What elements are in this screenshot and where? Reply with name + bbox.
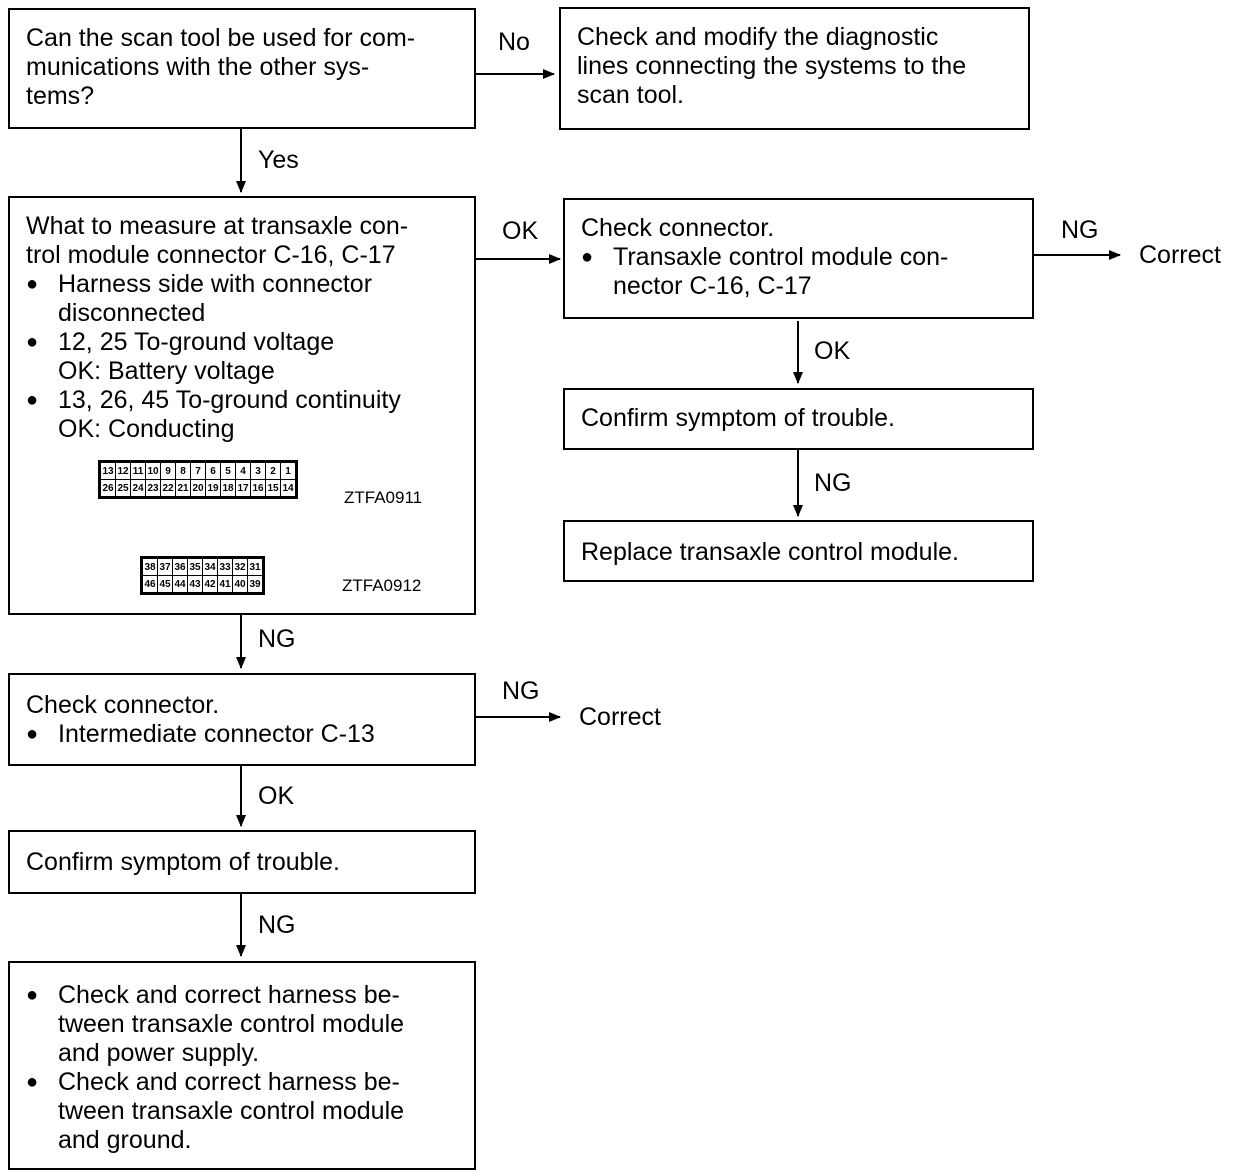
check-tcm-connector-box: Check connector. ● Transaxle control mod… <box>563 198 1034 319</box>
connector-c16-pin: 21 <box>175 479 191 498</box>
connector-c17-pin: 39 <box>247 575 264 594</box>
label-no: No <box>498 28 530 56</box>
connector-c16-pin: 24 <box>130 479 146 498</box>
connector-c17-pin: 41 <box>217 575 233 594</box>
connector-c16-pin: 3 <box>250 461 266 480</box>
connector-c16-pin: 18 <box>220 479 236 498</box>
connector-c17-pin: 43 <box>187 575 203 594</box>
measure-bullet-2: ● 12, 25 To-ground voltage <box>26 328 335 356</box>
check-harness-ground-bullet: ● Check and correct harness be- tween tr… <box>26 1068 405 1154</box>
connector-c16-pin: 13 <box>99 461 116 480</box>
replace-tcm-box: Replace transaxle control module. <box>563 520 1034 582</box>
label-ng-confirm-right: NG <box>814 469 852 497</box>
label-yes: Yes <box>258 146 299 174</box>
label-ok-measure: OK <box>502 217 539 245</box>
label-ok-inter: OK <box>258 782 295 810</box>
scan-tool-question-box: Can the scan tool be used for com- munic… <box>8 8 476 129</box>
connector-c17-pin: 40 <box>232 575 248 594</box>
measure-bullet-2-ok: OK: Battery voltage <box>58 357 275 385</box>
connector-c17-pin: 32 <box>232 557 248 576</box>
connector-c16-pin: 19 <box>205 479 221 498</box>
replace-tcm-text: Replace transaxle control module. <box>581 538 959 566</box>
connector-c16-pin: 25 <box>115 479 131 498</box>
confirm-symptom-left-text: Confirm symptom of trouble. <box>26 848 340 876</box>
connector-c17-pin: 34 <box>202 557 218 576</box>
connector-c16-pin: 11 <box>130 461 146 480</box>
confirm-symptom-right-box: Confirm symptom of trouble. <box>563 388 1034 450</box>
connector-c16-pin: 1 <box>280 461 297 480</box>
label-ng-tcm: NG <box>1061 216 1099 244</box>
connector-c17-pin: 42 <box>202 575 218 594</box>
connector-c16-pin: 2 <box>265 461 281 480</box>
connector-c16-pin: 7 <box>190 461 206 480</box>
connector-c16-code: ZTFA0911 <box>344 488 423 507</box>
connector-c16-pin: 5 <box>220 461 236 480</box>
check-harness-power-bullet: ● Check and correct harness be- tween tr… <box>26 981 405 1067</box>
bullet-icon: ● <box>26 1071 39 1093</box>
connector-c16-pin: 15 <box>265 479 281 498</box>
connector-c17-pin: 38 <box>141 557 158 576</box>
check-intermediate-title: Check connector. <box>26 691 220 719</box>
bullet-icon: ● <box>581 246 594 268</box>
connector-c17-pin: 45 <box>157 575 173 594</box>
measure-box: What to measure at transaxle con- trol m… <box>8 196 476 615</box>
connector-c17-code: ZTFA0912 <box>342 576 422 595</box>
label-ng-measure: NG <box>258 625 296 653</box>
connector-c16-pin: 10 <box>145 461 161 480</box>
connector-c16-pin: 22 <box>160 479 176 498</box>
connector-c16-pin: 23 <box>145 479 161 498</box>
bullet-icon: ● <box>26 723 39 745</box>
connector-c16-pin: 4 <box>235 461 251 480</box>
connector-c16-pin: 20 <box>190 479 206 498</box>
connector-c17-pin: 36 <box>172 557 188 576</box>
connector-c16-pin: 12 <box>115 461 131 480</box>
label-correct-tcm: Correct <box>1139 241 1221 269</box>
connector-c16-pin: 26 <box>99 479 116 498</box>
connector-c16-pin: 17 <box>235 479 251 498</box>
measure-bullet-1: ● Harness side with connector disconnect… <box>26 270 373 327</box>
check-tcm-bullet: ● Transaxle control module con- nector C… <box>581 243 949 300</box>
connector-c16-pin: 6 <box>205 461 221 480</box>
check-intermediate-bullet: ● Intermediate connector C-13 <box>26 720 375 748</box>
label-ng-confirm-left: NG <box>258 911 296 939</box>
connector-c16-pin: 16 <box>250 479 266 498</box>
measure-bullet-3-ok: OK: Conducting <box>58 415 235 443</box>
bullet-icon: ● <box>26 331 39 353</box>
confirm-symptom-left-box: Confirm symptom of trouble. <box>8 830 476 894</box>
connector-c17-pin: 33 <box>217 557 233 576</box>
connector-c16-pin: 9 <box>160 461 176 480</box>
connector-c17-pin: 46 <box>141 575 158 594</box>
bullet-icon: ● <box>26 984 39 1006</box>
check-tcm-title: Check connector. <box>581 214 775 242</box>
connector-c17-pin: 35 <box>187 557 203 576</box>
confirm-symptom-right-text: Confirm symptom of trouble. <box>581 404 895 432</box>
connector-c16-pin: 8 <box>175 461 191 480</box>
label-ng-inter: NG <box>502 677 540 705</box>
connector-c17-pin: 31 <box>247 557 264 576</box>
check-diagnostic-lines-box: Check and modify the diagnostic lines co… <box>559 7 1030 130</box>
measure-title: What to measure at transaxle con- trol m… <box>26 212 409 269</box>
connector-c17-pin: 44 <box>172 575 188 594</box>
connector-c17-pin: 37 <box>157 557 173 576</box>
check-diagnostic-lines-text: Check and modify the diagnostic lines co… <box>577 23 967 109</box>
bullet-icon: ● <box>26 273 39 295</box>
label-ok-tcm: OK <box>814 337 851 365</box>
connector-c16-pin: 14 <box>280 479 297 498</box>
bullet-icon: ● <box>26 389 39 411</box>
measure-bullet-3: ● 13, 26, 45 To-ground continuity <box>26 386 401 414</box>
scan-tool-question-text: Can the scan tool be used for com- munic… <box>26 24 416 110</box>
check-intermediate-connector-box: Check connector. ● Intermediate connecto… <box>8 673 476 766</box>
check-harness-box: ● Check and correct harness be- tween tr… <box>8 961 476 1170</box>
label-correct-inter: Correct <box>579 703 661 731</box>
